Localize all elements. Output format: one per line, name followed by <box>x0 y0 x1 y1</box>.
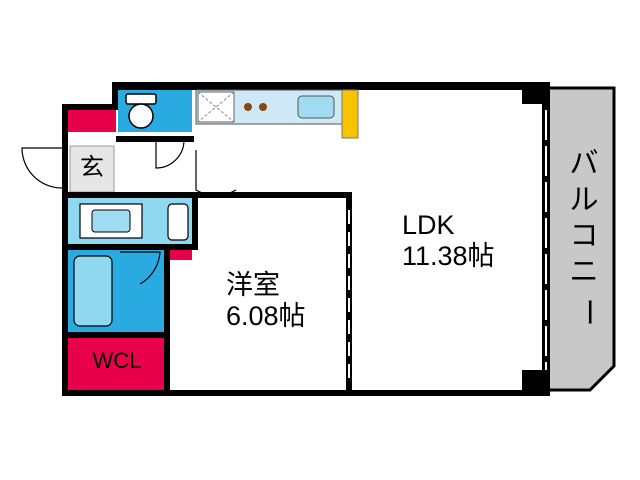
entrance-wall-top <box>116 136 194 142</box>
bath-wall-bottom <box>62 332 170 338</box>
storage-cross-1 <box>197 91 235 123</box>
balcony-char-3: コ <box>569 220 599 252</box>
balcony-char-4: ニ <box>569 256 599 288</box>
utility-closet <box>170 250 192 260</box>
balcony-char-1: バ <box>569 148 599 180</box>
outer-wall-top <box>112 82 550 90</box>
balcony-char-5: ー <box>572 297 604 327</box>
washing-machine-icon <box>167 203 189 241</box>
toilet-tank-icon <box>125 93 157 105</box>
entrance-shoebox <box>68 110 116 132</box>
ldk-size: 11.38帖 <box>402 241 495 272</box>
balcony-char-2: ル <box>569 184 599 216</box>
sink-icon <box>297 95 335 119</box>
toilet-bowl-icon <box>128 103 154 129</box>
stove-burner-icon <box>244 103 252 111</box>
inner-door-swing <box>155 139 185 169</box>
washbasin-bowl-icon <box>91 209 131 233</box>
walk-in-closet-label: WCL <box>92 348 142 373</box>
wash-wall-bottom <box>62 244 198 250</box>
bath-door-swing <box>120 251 161 285</box>
outer-wall-left-step <box>62 104 118 110</box>
balcony-label: バ ル コ ニ ー <box>556 150 612 330</box>
bath-wall-right <box>164 250 170 390</box>
outer-wall-bottom <box>62 390 550 396</box>
ldk-label: LDK 11.38帖 <box>402 210 495 272</box>
wash-wall-right <box>192 192 198 250</box>
outer-wall-left-upper <box>112 82 118 108</box>
walk-in-closet <box>68 338 164 390</box>
ldk-corner-post <box>522 82 550 104</box>
entrance-wall-mid <box>62 192 198 198</box>
entrance-door-swing <box>21 147 63 189</box>
ldk-corner-post-2 <box>522 370 550 396</box>
hall-door-swing <box>195 150 237 196</box>
bathtub-icon <box>73 255 113 327</box>
western-room-wall-right <box>346 192 352 396</box>
fridge-space <box>341 89 359 139</box>
western-room-label: 洋室 6.08帖 <box>226 270 306 332</box>
storage-cross-2 <box>197 91 235 123</box>
stove-burner-icon-2 <box>259 103 267 111</box>
ldk-name: LDK <box>402 210 455 240</box>
western-room-wall-top <box>192 192 352 198</box>
western-room-name: 洋室 <box>226 270 280 300</box>
western-room-size: 6.08帖 <box>226 301 306 332</box>
entrance-label: 玄 <box>80 154 104 181</box>
